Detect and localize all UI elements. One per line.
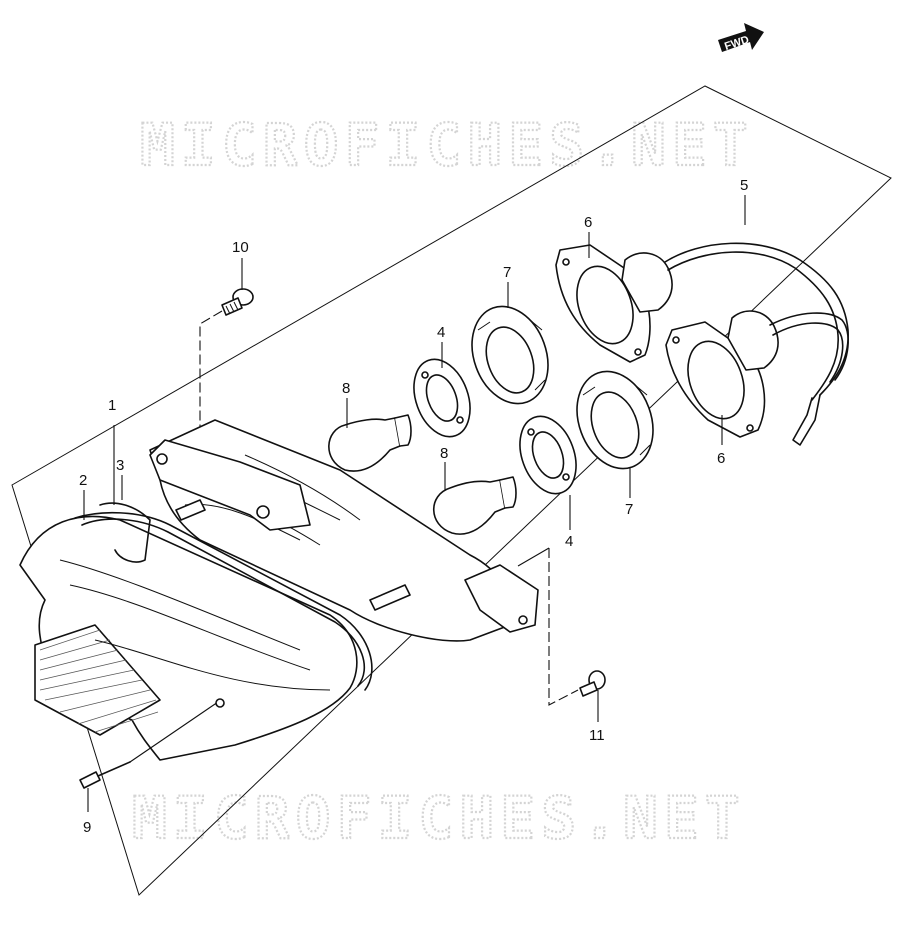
callout-8-lower: 8 [440,445,448,462]
lamp-socket-lower [576,370,654,470]
socket-ring-lower [519,415,577,495]
bulb-lower [433,476,517,535]
callout-6-upper: 6 [584,214,592,231]
wiring-harness [621,242,849,446]
callout-8-upper: 8 [342,380,350,397]
callout-5: 5 [740,177,748,194]
callout-2: 2 [79,472,87,489]
fwd-label: FWD [723,34,751,53]
callout-1: 1 [108,397,116,414]
callout-6-lower: 6 [717,450,725,467]
callout-4-lower: 4 [565,533,573,550]
reflector-hatch [39,629,159,733]
callout-7-lower: 7 [625,501,633,518]
callout-9: 9 [83,819,91,836]
housing-gasket [99,502,151,563]
screw-9 [79,698,225,789]
callout-10: 10 [232,239,249,256]
bolt-10 [221,288,254,316]
callout-3: 3 [116,457,124,474]
tail-light-housing [19,419,539,761]
callout-11: 11 [589,727,605,744]
assembly-frame [11,85,892,896]
lens-gasket [74,511,373,691]
callout-4-upper: 4 [437,324,445,341]
watermark-bottom: MICROFICHES.NET [132,784,746,852]
bolt-11 [579,670,606,697]
socket-ring-upper [413,358,471,438]
callout-7-upper: 7 [503,264,511,281]
bulb-upper [328,414,412,472]
watermark-top: MICROFICHES.NET [140,111,754,179]
fwd-arrow-icon: FWD [718,23,764,53]
lamp-socket-upper [471,305,549,405]
